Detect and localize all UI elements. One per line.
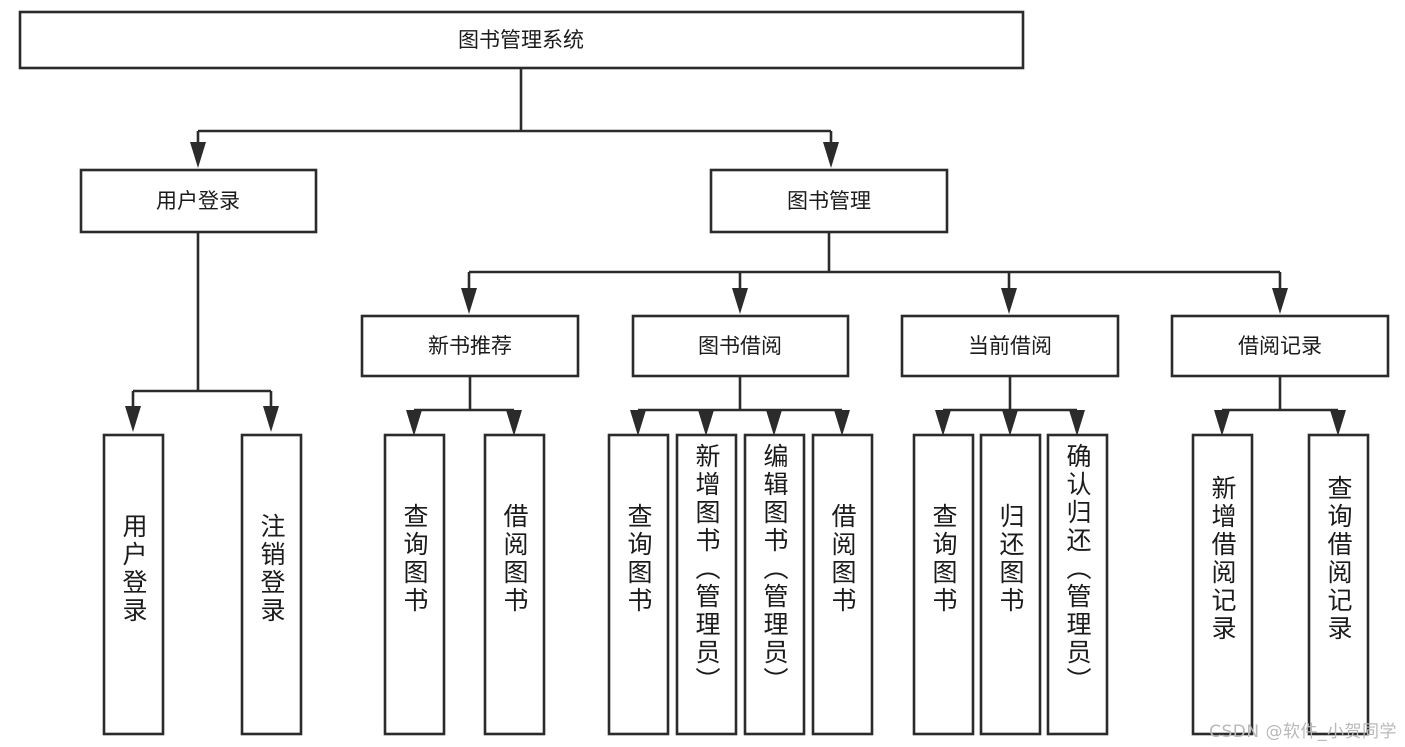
connector-root-to-level2 — [190, 68, 839, 168]
connector-book-management-to-level3 — [461, 232, 1288, 314]
arrow-head-icon — [461, 288, 477, 314]
leaf-box-add-borrow-record[interactable] — [1191, 433, 1254, 736]
borrow-record-box-label: 借阅记录 — [1238, 334, 1322, 358]
connector-borrow-record-to-leaves — [1214, 376, 1346, 436]
connector-current-borrow-to-leaves — [935, 376, 1085, 436]
connector-user-login-to-leaves — [125, 232, 279, 432]
leaf-box-return-book[interactable] — [979, 433, 1042, 736]
arrow-head-icon — [1330, 410, 1346, 436]
root-box-label: 图书管理系统 — [458, 28, 584, 52]
current-borrow-box-label: 当前借阅 — [968, 334, 1052, 358]
node-book-management[interactable]: 图书管理 — [709, 168, 949, 234]
leaf-box-add-book-admin[interactable] — [675, 433, 738, 736]
arrow-head-icon — [263, 406, 279, 432]
arrow-head-icon — [823, 142, 839, 168]
node-book-borrow[interactable]: 图书借阅 — [631, 314, 850, 378]
node-root[interactable]: 图书管理系统 — [18, 10, 1025, 70]
node-current-borrow[interactable]: 当前借阅 — [900, 314, 1120, 378]
root-box-rect — [18, 10, 1025, 70]
node-user-login[interactable]: 用户登录 — [79, 168, 318, 234]
arrow-head-icon — [766, 410, 782, 436]
user-login-box-rect — [79, 168, 318, 234]
leaf-box-confirm-return-admin[interactable] — [1046, 433, 1109, 736]
connector-new-book-recommend-to-leaves — [406, 376, 522, 436]
leaf-box-edit-book-admin[interactable] — [743, 433, 806, 736]
arrow-head-icon — [1002, 410, 1018, 436]
arrow-head-icon — [834, 410, 850, 436]
current-borrow-box-rect — [900, 314, 1120, 378]
leaf-box-user-login[interactable] — [102, 433, 165, 736]
book-management-box-label: 图书管理 — [787, 189, 871, 213]
arrow-head-icon — [406, 410, 422, 436]
leaf-box-query-book-cb[interactable] — [912, 433, 975, 736]
arrow-head-icon — [506, 410, 522, 436]
leaf-box-query-borrow-record[interactable] — [1307, 433, 1370, 736]
new-book-recommend-box-label: 新书推荐 — [428, 334, 512, 358]
new-book-recommend-box-rect — [360, 314, 580, 378]
arrow-head-icon — [630, 410, 646, 436]
book-borrow-box-label: 图书借阅 — [698, 334, 782, 358]
leaf-box-query-book-nb[interactable] — [383, 433, 446, 736]
arrow-head-icon — [1001, 288, 1017, 314]
leaf-box-logout[interactable] — [240, 433, 303, 736]
user-login-box-label: 用户登录 — [156, 189, 240, 213]
leaf-box-query-book-bb[interactable] — [607, 433, 670, 736]
leaf-box-borrow-book-nb[interactable] — [483, 433, 546, 736]
node-new-book-recommend[interactable]: 新书推荐 — [360, 314, 580, 378]
leaf-box-borrow-book-bb[interactable] — [811, 433, 874, 736]
arrow-head-icon — [698, 410, 714, 436]
connector-book-borrow-to-leaves — [630, 376, 850, 436]
arrow-head-icon — [125, 406, 141, 432]
arrow-head-icon — [935, 410, 951, 436]
arrow-head-icon — [1272, 288, 1288, 314]
arrow-head-icon — [1214, 410, 1230, 436]
node-borrow-record[interactable]: 借阅记录 — [1170, 314, 1390, 378]
arrow-head-icon — [190, 142, 206, 168]
arrow-head-icon — [1069, 410, 1085, 436]
arrow-head-icon — [732, 288, 748, 314]
csdn-watermark: CSDN @软件_小贺同学 — [1209, 722, 1397, 742]
